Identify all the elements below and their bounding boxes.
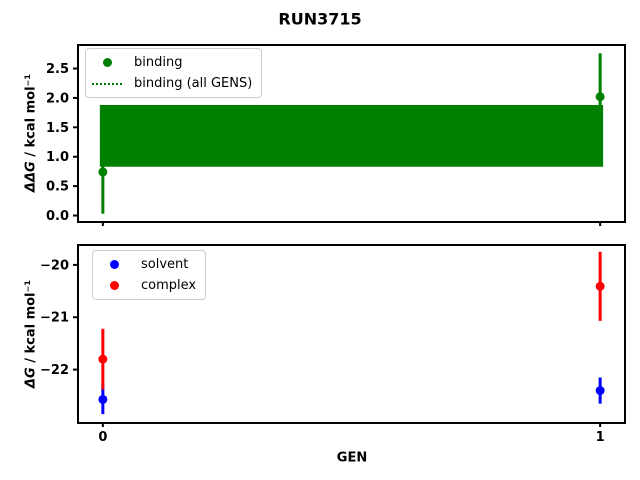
x-tick-label: 0 xyxy=(98,430,107,445)
binding-point-gen1 xyxy=(595,92,605,102)
solvent-point-gen0 xyxy=(98,394,108,404)
complex-point-gen0 xyxy=(98,354,108,364)
axes-spines xyxy=(77,244,626,424)
y-tick-label: 2.0 xyxy=(46,91,69,106)
bottom-axes: −20 −21 −22 0 1 xyxy=(40,244,626,445)
figure-title: RUN3715 xyxy=(278,9,362,29)
y-tick-label: 0.5 xyxy=(46,180,69,195)
all-gens-band xyxy=(99,104,604,167)
dot-marker xyxy=(102,58,112,67)
y-tick-label: −20 xyxy=(40,258,69,273)
bottom-plot-svg: −20 −21 −22 0 1 xyxy=(40,244,626,445)
legend-label: solvent xyxy=(141,257,189,272)
bottom-ylabel-math: ΔG xyxy=(23,367,39,389)
complex-point-gen1 xyxy=(595,281,605,291)
y-tick-label: 1.5 xyxy=(46,121,69,136)
dot-marker xyxy=(109,281,119,290)
bottom-ylabel-units: / kcal mol⁻¹ xyxy=(23,279,39,368)
top-ylabel-units: / kcal mol⁻¹ xyxy=(23,73,39,162)
dotted-line-marker xyxy=(92,82,122,85)
legend-item-binding: binding xyxy=(92,52,252,73)
bottom-legend: solvent complex xyxy=(92,250,207,300)
legend-label: binding (all GENS) xyxy=(134,76,253,91)
dot-marker xyxy=(109,260,119,269)
x-axis-label: GEN xyxy=(336,450,368,466)
bottom-y-axis-label: ΔG / kcal mol⁻¹ xyxy=(24,280,39,388)
axes-spines xyxy=(77,44,626,223)
top-axes: 0.0 0.5 1.0 1.5 2.0 2.5 xyxy=(46,44,626,226)
legend-label: complex xyxy=(141,278,197,293)
y-tick-label: 0.0 xyxy=(46,209,69,224)
legend-item-binding-all-gens-: binding (all GENS) xyxy=(92,73,252,94)
top-legend: binding binding (all GENS) xyxy=(85,48,263,98)
legend-dot-icon xyxy=(92,58,122,67)
y-tick-label: 1.0 xyxy=(46,150,69,165)
legend-item-solvent: solvent xyxy=(99,254,196,275)
top-y-axis-label: ΔΔG / kcal mol⁻¹ xyxy=(24,74,39,192)
y-tick-label: 2.5 xyxy=(46,62,69,77)
top-ylabel-math: ΔΔG xyxy=(23,161,39,193)
legend-dot-icon xyxy=(99,260,129,269)
y-tick-label: −21 xyxy=(40,311,69,326)
y-tick-label: −22 xyxy=(40,363,69,378)
binding-point-gen0 xyxy=(98,167,108,177)
legend-item-complex: complex xyxy=(99,275,196,296)
legend-dotted-line-icon xyxy=(92,82,122,85)
legend-dot-icon xyxy=(99,281,129,290)
x-tick-label: 1 xyxy=(596,430,605,445)
legend-label: binding xyxy=(134,55,183,70)
solvent-point-gen1 xyxy=(595,386,605,396)
top-plot-svg: 0.0 0.5 1.0 1.5 2.0 2.5 xyxy=(46,44,626,226)
